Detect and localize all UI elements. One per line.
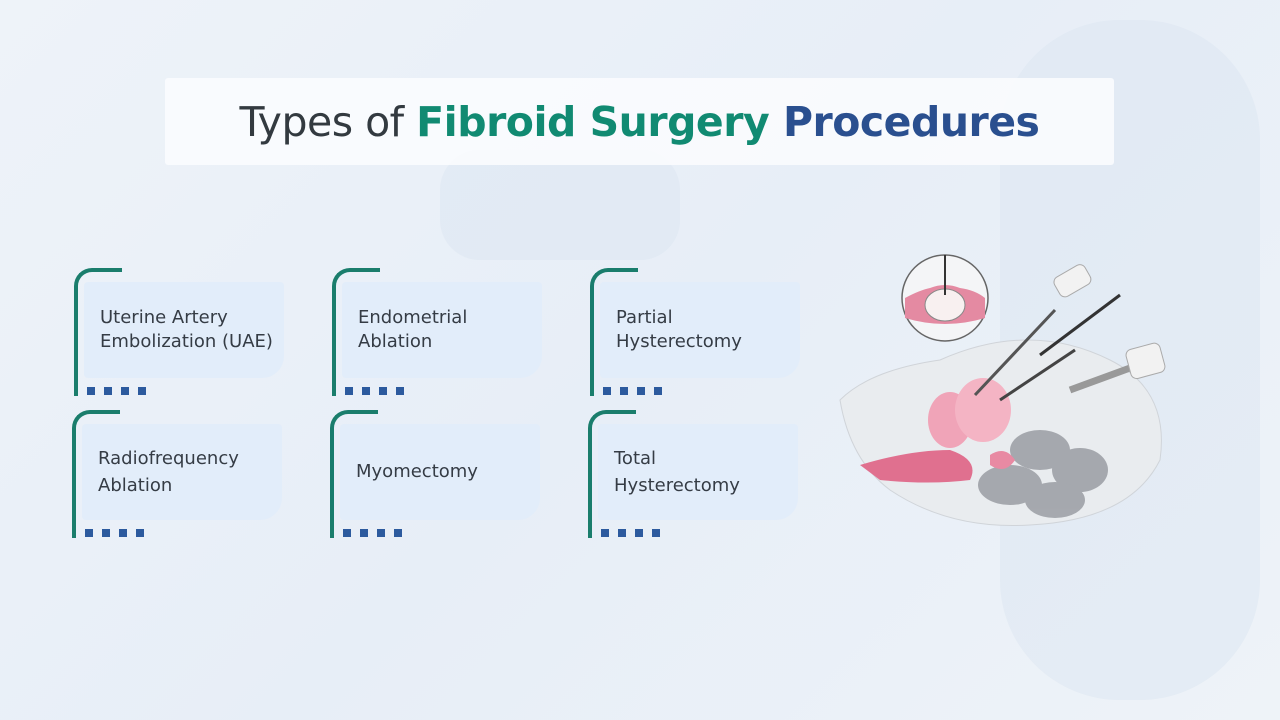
page-title: Types of Fibroid Surgery Procedures xyxy=(165,78,1114,165)
procedure-label: Radiofrequency Ablation xyxy=(98,448,239,496)
bracket-decoration xyxy=(330,410,378,538)
procedure-card-myomectomy: Myomectomy xyxy=(330,410,545,540)
bracket-decoration xyxy=(590,268,638,396)
procedure-label: Myomectomy xyxy=(356,461,478,482)
procedure-card-total-hysterectomy: Total Hysterectomy xyxy=(588,410,803,540)
dots-decoration xyxy=(343,529,402,537)
background-shape xyxy=(440,150,680,260)
laparoscopic-surgery-illustration xyxy=(839,254,1166,527)
procedure-label: Uterine Artery Embolization (UAE) xyxy=(100,307,273,352)
dots-decoration xyxy=(601,529,660,537)
procedure-card-endometrial-ablation: Endometrial Ablation xyxy=(332,268,547,398)
procedure-label: Endometrial Ablation xyxy=(358,307,468,352)
bracket-decoration xyxy=(332,268,380,396)
bracket-decoration xyxy=(74,268,122,396)
procedure-card-uae: Uterine Artery Embolization (UAE) xyxy=(74,268,289,398)
procedure-card-radiofrequency-ablation: Radiofrequency Ablation xyxy=(72,410,287,540)
title-part-2: Fibroid Surgery xyxy=(416,97,770,146)
procedure-label: Total Hysterectomy xyxy=(614,448,740,496)
dots-decoration xyxy=(85,529,144,537)
procedure-label: Partial Hysterectomy xyxy=(616,307,742,352)
bracket-decoration xyxy=(72,410,120,538)
title-part-3: Procedures xyxy=(769,97,1040,146)
dots-decoration xyxy=(603,387,662,395)
dots-decoration xyxy=(345,387,404,395)
bracket-decoration xyxy=(588,410,636,538)
dots-decoration xyxy=(87,387,146,395)
procedure-card-partial-hysterectomy: Partial Hysterectomy xyxy=(590,268,805,398)
title-part-1: Types of xyxy=(239,97,405,146)
